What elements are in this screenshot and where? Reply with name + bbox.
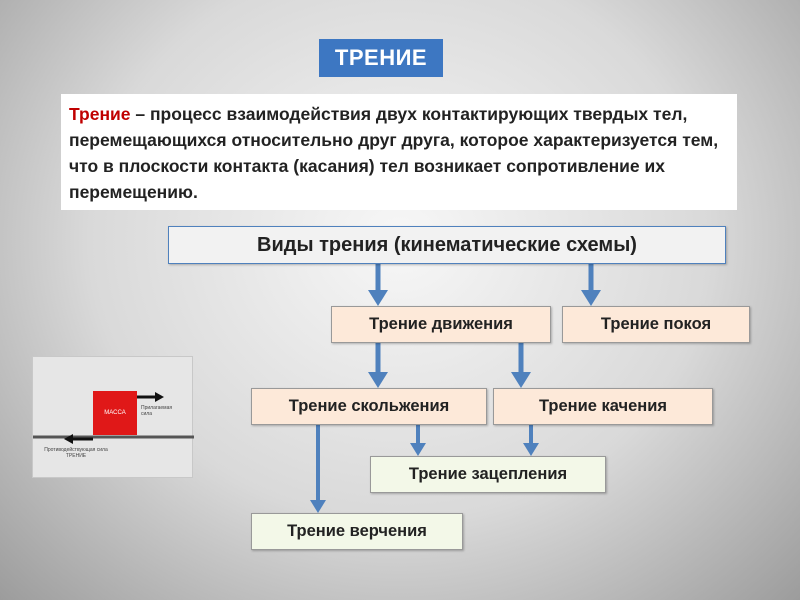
- applied-force-label: Прилагаемая сила: [141, 405, 173, 417]
- mass-block: МАССА: [93, 391, 137, 435]
- opposing-force-label: Противодействующая сила ТРЕНИЕ: [44, 447, 108, 459]
- arrowhead-root-rest: [581, 290, 601, 306]
- kinds-box: Виды трения (кинематические схемы): [168, 226, 726, 264]
- friction-illustration: МАССА Прилагаемая сила Противодействующа…: [32, 356, 194, 478]
- friction-illustration-graphic: [33, 392, 194, 444]
- definition-box: Трение – процесс взаимодействия двух кон…: [61, 94, 737, 210]
- arrowhead-rolling-gripping: [523, 443, 539, 456]
- sliding-friction-box: Трение скольжения: [251, 388, 487, 425]
- rolling-friction-box: Трение качения: [493, 388, 713, 425]
- arrowhead-root-motion: [368, 290, 388, 306]
- arrowhead-sliding-spinning: [310, 500, 326, 513]
- applied-force-arrowhead: [155, 392, 164, 402]
- spinning-friction-box: Трение верчения: [251, 513, 463, 550]
- rest-friction-box: Трение покоя: [562, 306, 750, 343]
- motion-friction-box: Трение движения: [331, 306, 551, 343]
- definition-text: – процесс взаимодействия двух контактиру…: [69, 104, 719, 202]
- arrowhead-motion-rolling: [511, 372, 531, 388]
- page-title: ТРЕНИЕ: [319, 39, 443, 77]
- gripping-friction-box: Трение зацепления: [370, 456, 606, 493]
- arrowhead-sliding-gripping: [410, 443, 426, 456]
- opposing-force-arrowhead: [64, 434, 73, 444]
- definition-term: Трение: [69, 104, 131, 124]
- arrowhead-motion-sliding: [368, 372, 388, 388]
